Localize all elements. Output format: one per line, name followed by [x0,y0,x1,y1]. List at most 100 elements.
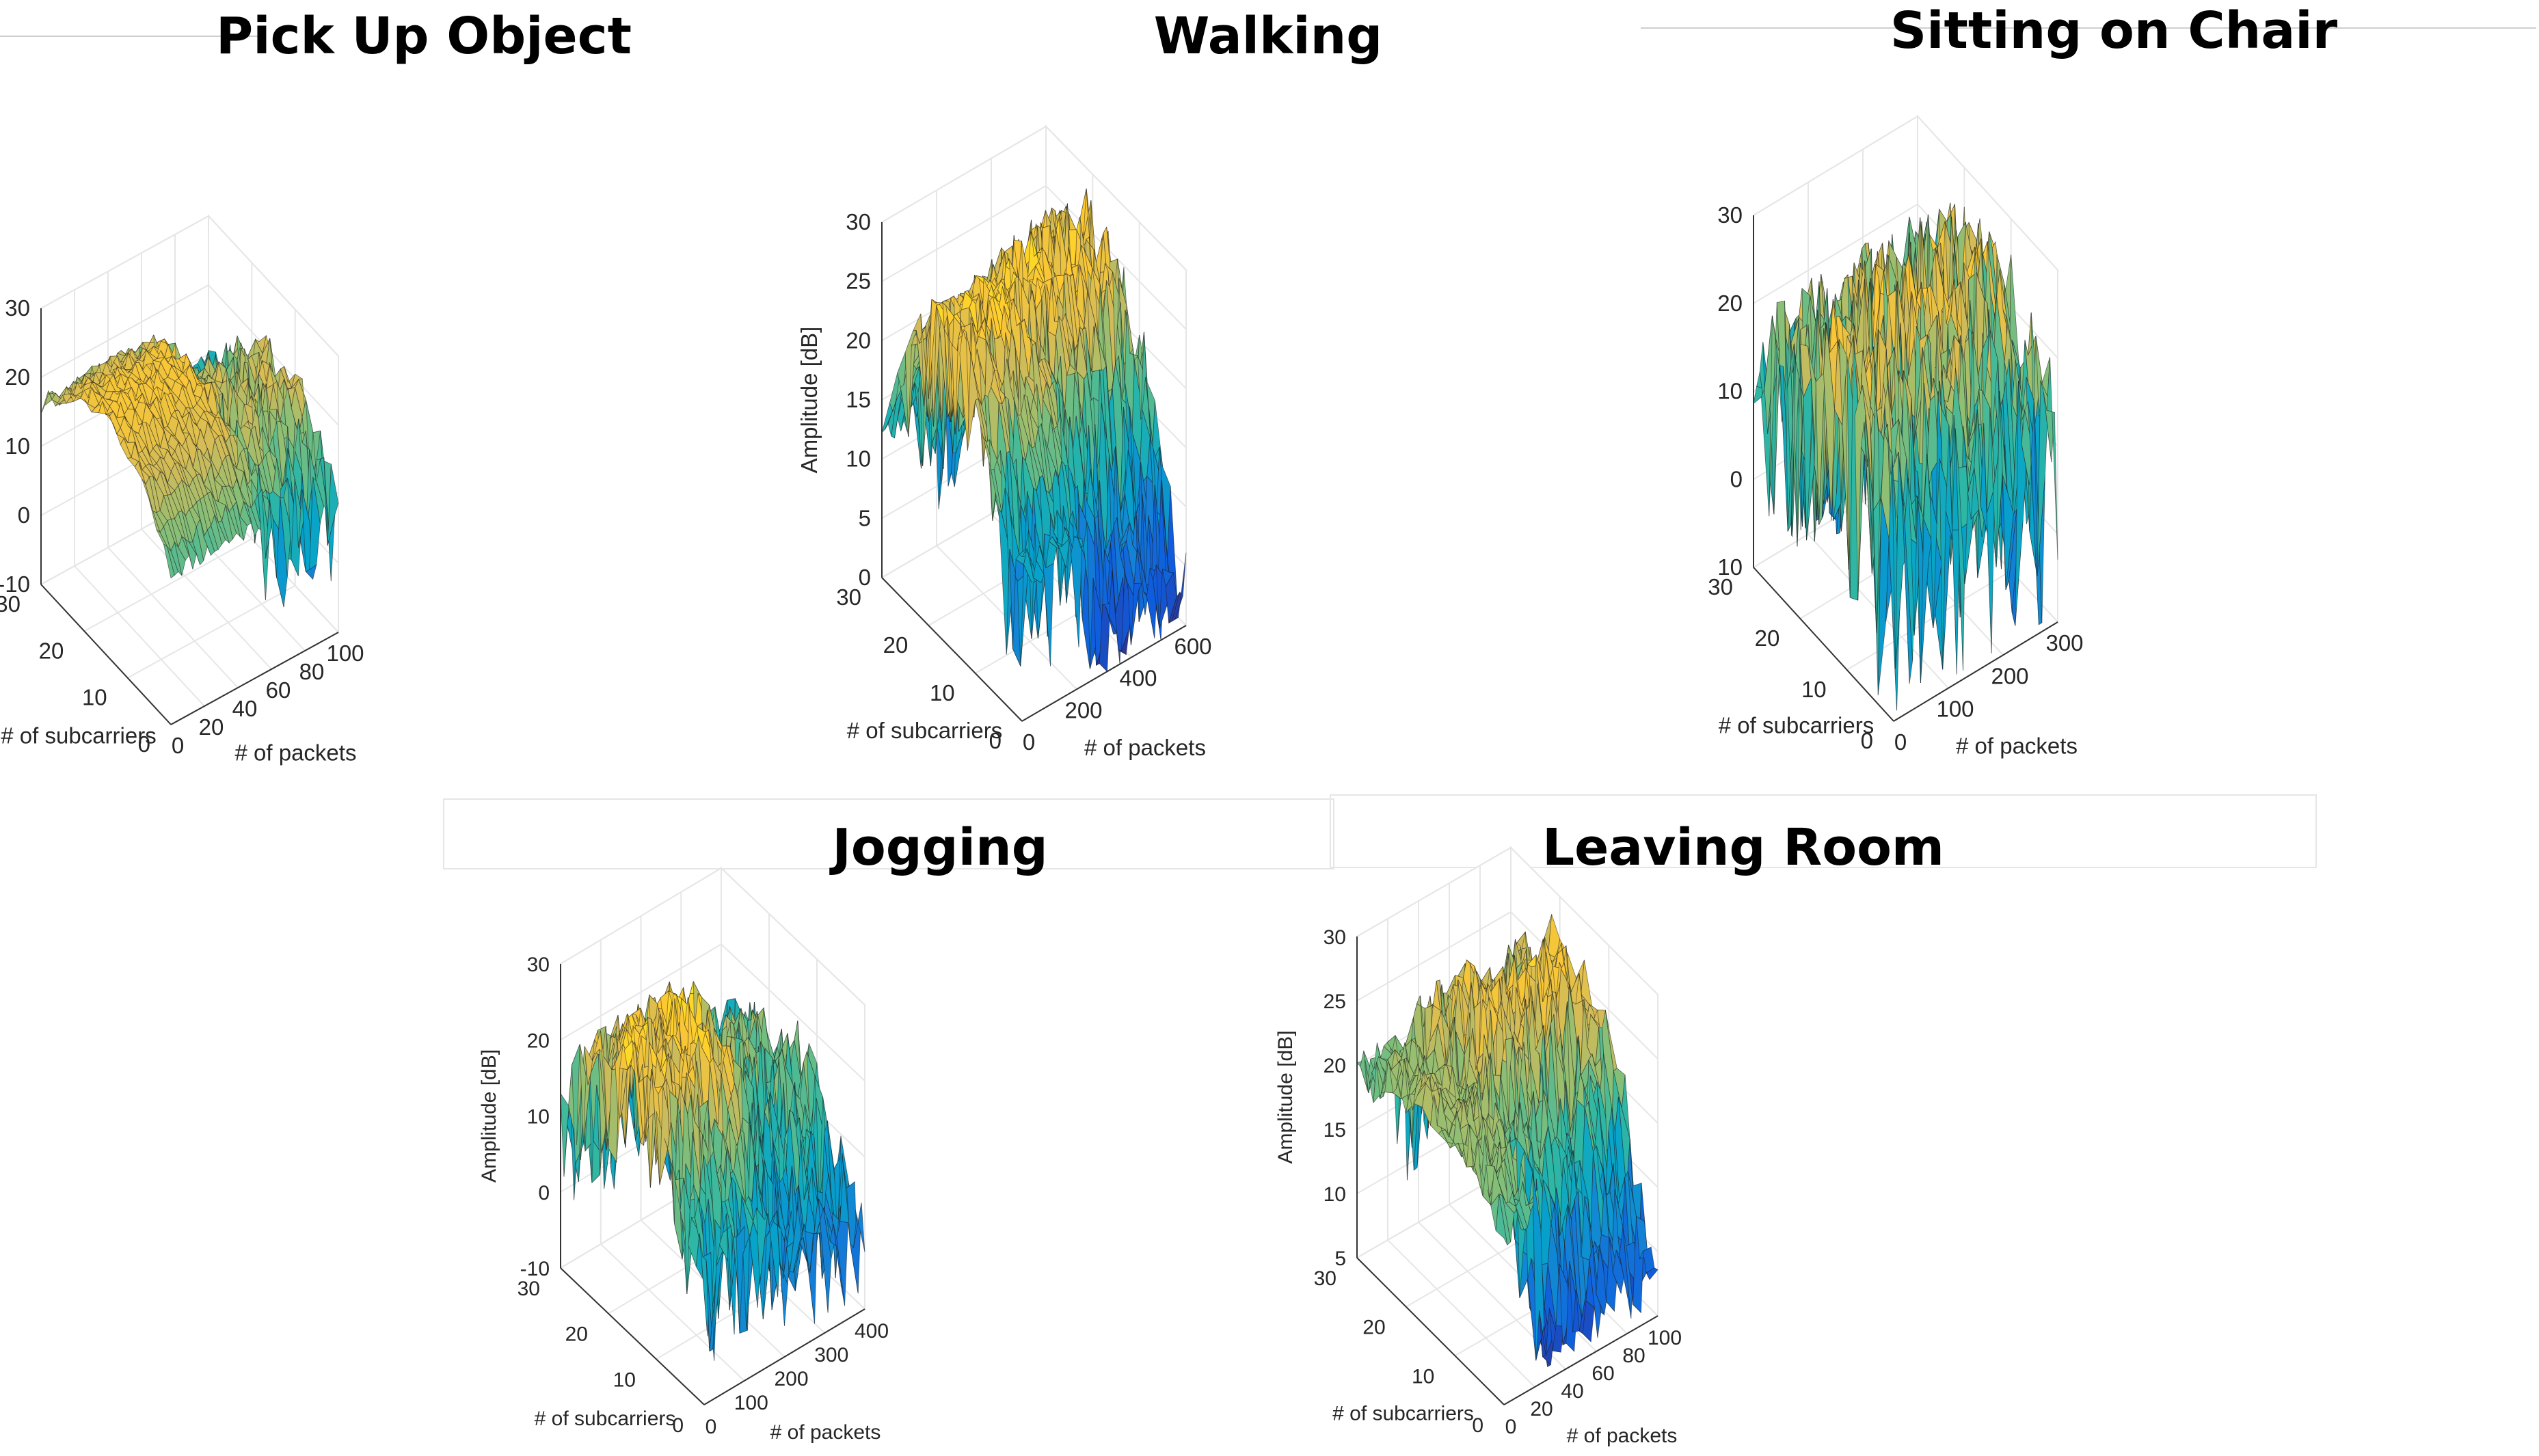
x-tick-label: 80 [299,659,325,684]
z-tick-label: 10 [527,1106,550,1129]
y-tick-label: 10 [1412,1365,1434,1388]
x-tick-label: 100 [326,641,364,666]
x-tick-label: 0 [172,733,184,758]
x-axis-line [1021,625,1187,722]
x-tick-label: 60 [266,677,291,703]
decor-frame-bottom-right [1330,794,2317,868]
x-axis-title: # of packets [1084,735,1206,760]
y-axis-title: # of subcarriers [535,1407,676,1430]
z-tick-label: 10 [5,433,30,459]
x-tick-label: 300 [814,1344,848,1366]
x-axis-line [703,1308,865,1405]
x-tick-label: 200 [1064,697,1102,723]
z-tick-label: 5 [859,505,871,530]
x-tick-label: 100 [1936,697,1974,722]
surface-mesh [560,980,865,1361]
z-tick-label: 30 [846,209,871,234]
z-tick-label: 5 [1334,1248,1346,1270]
z-tick-label: 20 [1717,291,1743,316]
x-tick-label: 0 [706,1416,717,1438]
surface-patch [2046,357,2058,560]
y-axis-line [1753,567,1894,722]
surface-patch [1645,1267,1658,1280]
axis-lines [1753,215,2058,722]
axis-lines [1356,936,1658,1405]
z-tick-label: 15 [1324,1119,1346,1142]
axis-lines [881,222,1187,722]
surface-patch [853,1202,865,1252]
surface-patch [1174,552,1187,620]
surface-mesh [40,334,339,608]
z-tick-label: 20 [527,1029,550,1052]
surface-mesh [1753,202,2058,711]
x-tick-label: 600 [1174,634,1211,659]
x-axis-line [1503,1315,1658,1405]
x-axis-title: # of packets [1567,1425,1678,1447]
z-tick-label: 20 [846,327,871,353]
z-tick-label: 10 [846,446,871,472]
x-tick-label: 100 [1648,1327,1682,1349]
z-axis-title: Amplitude [dB] [478,1049,500,1183]
z-tick-label: 15 [846,387,871,412]
z-tick-label: 30 [5,295,30,321]
z-tick-label: 30 [527,954,550,976]
y-tick-label: 10 [613,1369,636,1391]
decor-line-top-right [1641,27,2536,29]
x-tick-label: 200 [1991,663,2028,688]
y-tick-label: 0 [672,1414,684,1437]
surface-patch [327,463,339,546]
x-axis-line [1893,621,2058,722]
x-tick-label: 0 [1023,729,1035,755]
x-tick-label: 60 [1591,1362,1614,1385]
axis-lines [40,308,339,725]
y-tick-label: 30 [836,584,861,610]
z-tick-label: 30 [1717,202,1743,228]
y-tick-label: 30 [518,1278,540,1300]
x-tick-label: 80 [1622,1345,1645,1367]
panel-title: Leaving Room [1542,818,1945,877]
x-tick-label: 20 [199,714,224,740]
x-axis-title: # of packets [235,740,357,766]
z-tick-label: 0 [859,565,871,590]
z-tick-label: 10 [1717,554,1743,580]
x-tick-label: 40 [232,696,258,721]
z-tick-label: -10 [520,1258,550,1280]
y-tick-label: 20 [883,632,909,658]
z-axis-title: Amplitude [dB] [1274,1030,1297,1163]
panel-title: Jogging [832,818,1048,877]
y-axis-title: # of subcarriers [1719,713,1874,738]
x-axis-line [170,632,339,725]
y-tick-label: 0 [1861,728,1873,753]
y-tick-label: 0 [138,731,150,757]
x-tick-label: 40 [1561,1380,1583,1403]
z-tick-label: 30 [1324,926,1346,949]
decor-frame-bottom-left [443,798,1334,869]
y-axis-line [560,1267,705,1405]
x-tick-label: 0 [1894,729,1907,755]
y-tick-label: 30 [0,591,21,617]
x-tick-label: 400 [1119,666,1157,691]
y-axis-title: # of subcarriers [1,723,156,749]
z-tick-label: 10 [1717,379,1743,404]
y-tick-label: 30 [1314,1267,1336,1290]
x-tick-label: 200 [774,1368,808,1390]
x-tick-label: 20 [1530,1398,1553,1420]
surface-mesh [881,188,1187,673]
y-tick-label: 20 [565,1323,588,1346]
y-axis-line [40,584,172,725]
y-tick-label: 10 [82,685,107,710]
y-tick-label: 10 [930,680,955,705]
z-tick-label: 10 [1324,1183,1346,1206]
surface-mesh [1356,914,1658,1368]
decor-line-top-left [0,36,260,37]
y-axis-title: # of subcarriers [847,718,1002,743]
